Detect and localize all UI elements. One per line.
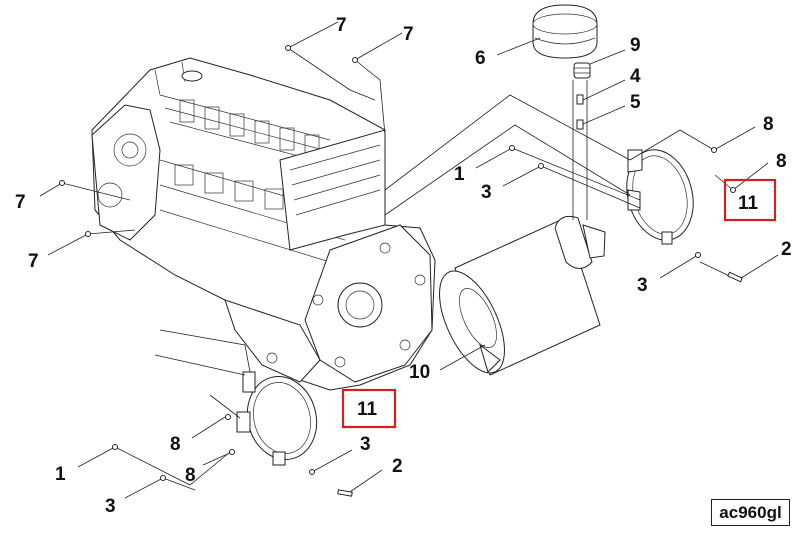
callout-11-upper: 11 (738, 193, 759, 214)
adaptor-fitting (573, 62, 591, 79)
clip-5 (576, 119, 584, 130)
figure-code-label: ac960gl (711, 499, 790, 526)
callout-8-mid: 8 (776, 151, 787, 172)
callout-2-right: 2 (781, 239, 792, 260)
callout-4: 4 (630, 66, 641, 87)
engine-block (91, 57, 436, 391)
callout-3-right: 3 (637, 275, 648, 296)
callout-5: 5 (630, 92, 641, 113)
air-filter-housing (439, 215, 606, 376)
callout-7-top-right: 7 (403, 24, 414, 45)
callout-8-lower: 8 (185, 465, 196, 486)
callout-1-mid: 1 (454, 164, 465, 185)
callout-7-top-left: 7 (336, 15, 347, 36)
mounting-band-lower (236, 371, 318, 466)
highlight-box-upper (723, 178, 777, 222)
callout-10: 10 (409, 362, 430, 383)
mounting-band-upper (626, 149, 694, 245)
callout-7-left-upper: 7 (15, 192, 26, 213)
callout-3-mid: 3 (481, 182, 492, 203)
callout-1-lower: 1 (55, 464, 66, 485)
pre-cleaner-cap (532, 4, 598, 59)
highlight-box-lower (341, 388, 397, 429)
leader-lines (39, 21, 779, 499)
callout-2-lower: 2 (392, 456, 403, 477)
callout-labels: 7 7 7 7 6 9 4 5 8 8 1 3 11 2 3 10 11 8 3… (15, 15, 792, 517)
callout-3-lower: 3 (360, 434, 371, 455)
intake-tube (572, 80, 588, 220)
callout-6: 6 (475, 48, 486, 69)
callout-7-left-lower: 7 (28, 251, 39, 272)
callout-8-lower-upper: 8 (170, 434, 181, 455)
fasteners (59, 45, 743, 497)
callout-3-bottom: 3 (105, 496, 116, 517)
callout-9: 9 (630, 35, 641, 56)
callout-11-lower: 11 (357, 399, 378, 420)
clip-4 (576, 94, 584, 105)
callout-8-upper: 8 (763, 114, 774, 135)
